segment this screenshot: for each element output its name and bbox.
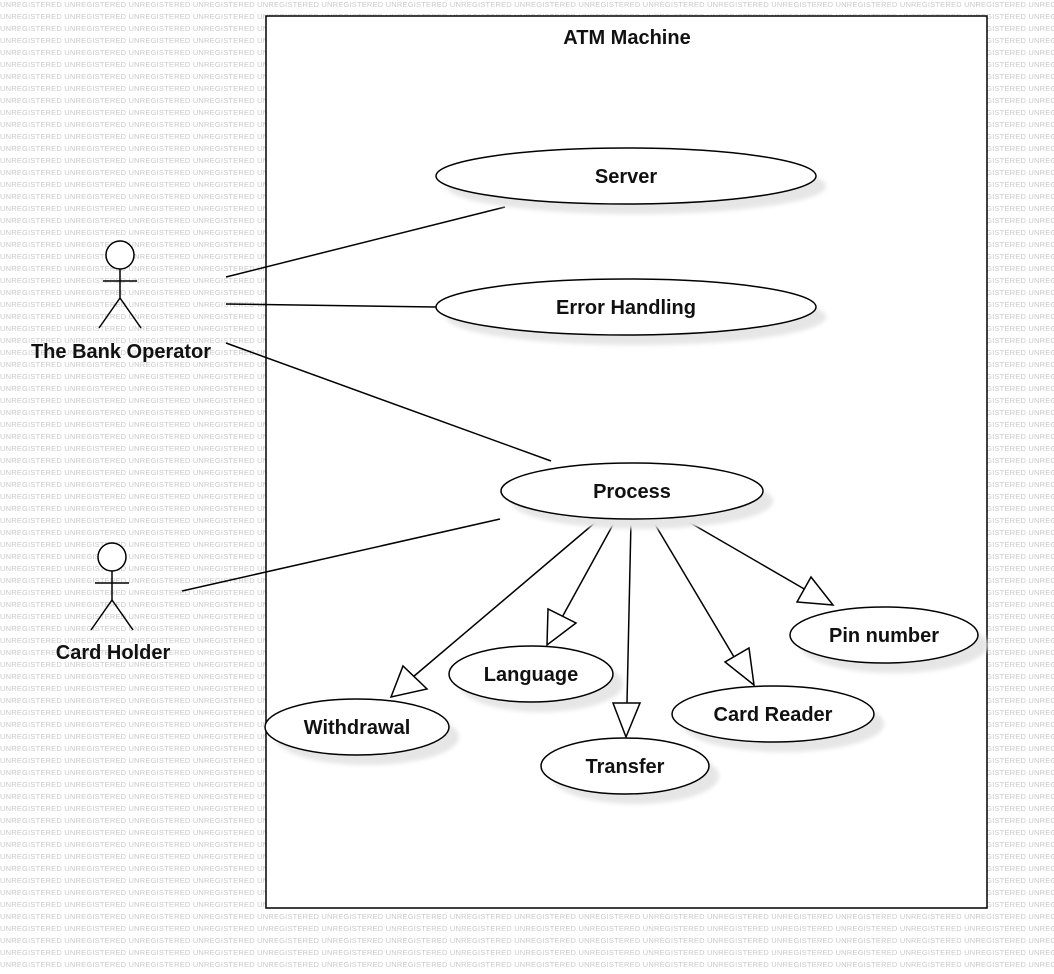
use-case-label: Error Handling (556, 297, 696, 319)
association-operator-process[interactable] (225, 342, 552, 462)
stick-figure-icon (98, 240, 142, 329)
use-case-language[interactable]: Language (448, 645, 623, 712)
use-case-label: Transfer (586, 756, 665, 778)
use-case-label: Pin number (829, 625, 939, 647)
association-cardholder-process[interactable] (181, 518, 501, 592)
use-case-label: Process (593, 481, 671, 503)
actor-card-holder[interactable]: Card Holder (56, 542, 171, 664)
association-operator-error-handling[interactable] (225, 303, 437, 308)
generalization-withdrawal[interactable] (389, 520, 598, 699)
generalization-language[interactable] (546, 520, 616, 647)
generalization-pin-number[interactable] (686, 520, 835, 606)
watermark-row: UNREGISTERED UNREGISTERED UNREGISTERED U… (0, 948, 1054, 957)
use-case-card-reader[interactable]: Card Reader (671, 685, 884, 752)
use-case-error-handling[interactable]: Error Handling (435, 278, 826, 345)
actor-bank-operator[interactable]: The Bank Operator (31, 240, 211, 363)
actor-label: Card Holder (56, 642, 171, 664)
use-case-pin-number[interactable]: Pin number (789, 606, 988, 673)
watermark-row: UNREGISTERED UNREGISTERED UNREGISTERED U… (0, 936, 1054, 945)
use-case-label: Card Reader (714, 704, 833, 726)
use-case-label: Server (595, 166, 657, 188)
use-case-label: Language (484, 664, 578, 686)
use-case-withdrawal[interactable]: Withdrawal (264, 698, 459, 765)
use-case-server[interactable]: Server (435, 147, 826, 214)
generalization-card-reader[interactable] (652, 520, 755, 687)
association-operator-server[interactable] (225, 206, 506, 278)
generalization-transfer[interactable] (611, 520, 642, 740)
watermark-row: UNREGISTERED UNREGISTERED UNREGISTERED U… (0, 960, 1054, 969)
watermark-row: UNREGISTERED UNREGISTERED UNREGISTERED U… (0, 0, 1054, 9)
use-case-label: Withdrawal (304, 717, 411, 739)
system-title: ATM Machine (563, 27, 690, 49)
use-case-process[interactable]: Process (500, 462, 773, 529)
watermark-row: UNREGISTERED UNREGISTERED UNREGISTERED U… (0, 924, 1054, 933)
actor-label: The Bank Operator (31, 341, 211, 363)
watermark-row: UNREGISTERED UNREGISTERED UNREGISTERED U… (0, 912, 1054, 921)
use-case-transfer[interactable]: Transfer (540, 737, 719, 804)
stick-figure-icon (90, 542, 134, 631)
